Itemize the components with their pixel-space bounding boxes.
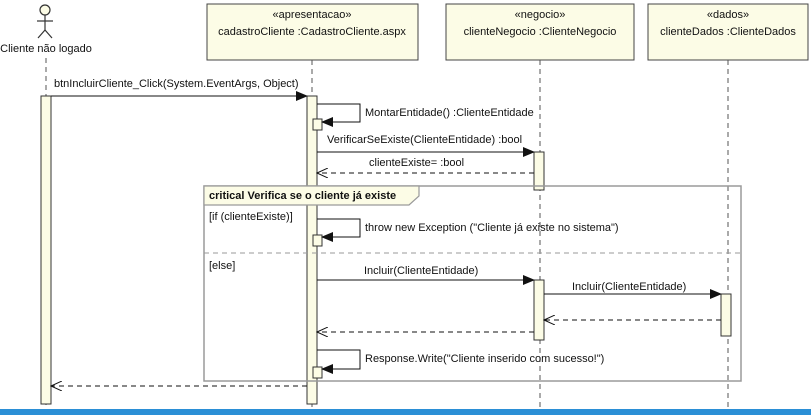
fragment-guard-if: [if (clienteExiste)] — [209, 211, 293, 223]
message-label: VerificarSeExiste(ClienteEntidade) :bool — [327, 134, 522, 146]
activation-actor — [40, 95, 52, 405]
activation-apresentacao — [306, 95, 318, 405]
message-label: btnIncluirCliente_Click(System.EventArgs… — [54, 78, 299, 90]
lifeline-stereotype: «apresentacao» — [273, 9, 352, 21]
activation-bars — [40, 95, 732, 405]
message-label: MontarEntidade() :ClienteEntidade — [365, 107, 534, 119]
lifeline-stereotype: «dados» — [707, 9, 749, 21]
message-label: Response.Write("Cliente inserido com suc… — [365, 353, 604, 365]
message-m8: Response.Write("Cliente inserido com suc… — [317, 349, 604, 374]
activation-negocio-verificar — [533, 151, 545, 191]
fragment-label: critical Verifica se o cliente já existe — [209, 190, 396, 202]
message-m3: VerificarSeExiste(ClienteEntidade) :bool — [317, 134, 535, 157]
message-m6: Incluir(ClienteEntidade) — [317, 265, 535, 285]
actor-label: Cliente não logado — [0, 43, 92, 55]
lifeline-name: cadastroCliente :CadastroCliente.aspx — [218, 26, 406, 38]
message-label: Incluir(ClienteEntidade) — [364, 265, 478, 277]
lifeline-header-dados[interactable]: «dados» clienteDados :ClienteDados — [647, 3, 809, 61]
activation-self-montar — [312, 118, 323, 131]
activation-negocio-incluir — [533, 279, 545, 341]
activation-self-throw — [312, 234, 323, 247]
message-m7: Incluir(ClienteEntidade) — [544, 281, 722, 299]
lifeline-name: clienteNegocio :ClienteNegocio — [464, 26, 617, 38]
message-m2: MontarEntidade() :ClienteEntidade — [317, 103, 534, 127]
message-label: throw new Exception ("Cliente já existe … — [365, 222, 619, 234]
bottom-accent-bar — [0, 409, 811, 415]
message-label: Incluir(ClienteEntidade) — [572, 281, 686, 293]
fragment-guard-else: [else] — [209, 260, 235, 272]
lifeline-header-apresentacao[interactable]: «apresentacao» cadastroCliente :Cadastro… — [206, 3, 419, 61]
message-m1: btnIncluirCliente_Click(System.EventArgs… — [51, 78, 308, 101]
message-m5: throw new Exception ("Cliente já existe … — [317, 218, 619, 242]
lifeline-stereotype: «negocio» — [515, 9, 566, 21]
lifeline-header-negocio[interactable]: «negocio» clienteNegocio :ClienteNegocio — [445, 3, 635, 61]
actor-icon — [37, 4, 53, 39]
activation-dados-incluir — [720, 293, 732, 337]
message-label: clienteExiste= :bool — [369, 157, 464, 169]
message-m4: clienteExiste= :bool — [317, 157, 534, 173]
combined-fragment: critical Verifica se o cliente já existe… — [203, 185, 742, 382]
activation-self-response — [312, 366, 323, 379]
lifeline-name: clienteDados :ClienteDados — [660, 26, 796, 38]
